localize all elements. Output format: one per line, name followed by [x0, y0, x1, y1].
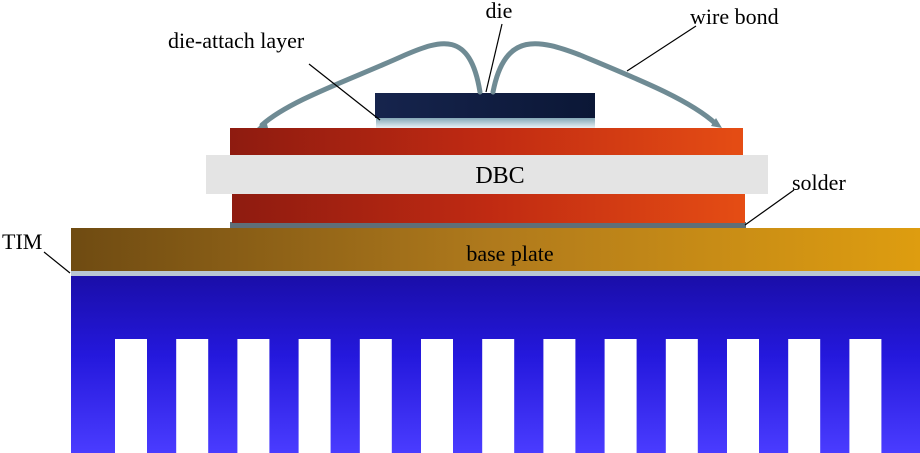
heatsink-fin-gap — [788, 339, 821, 453]
wire-bond-left — [259, 41, 483, 128]
solder-leader — [744, 189, 795, 226]
wire-bond-right-foot — [711, 118, 722, 128]
wire-bond-leader — [626, 25, 697, 72]
heatsink-fin-gap — [727, 339, 759, 453]
heatsink-fin-gaps — [115, 339, 882, 453]
tim-leader — [43, 251, 71, 274]
base-plate-label: base plate — [466, 241, 553, 266]
heatsink-fin-gap — [849, 339, 882, 453]
die-leader — [485, 23, 503, 93]
heatsink-fin-gap — [176, 339, 209, 453]
heatsink-fin-gap — [237, 339, 270, 453]
base-plate: base plate — [71, 228, 920, 271]
wire-bond-right — [490, 41, 719, 127]
solder-label: solder — [792, 170, 846, 195]
dbc-top-copper — [230, 128, 743, 155]
die-attach-layer — [376, 117, 595, 128]
heatsink — [71, 275, 920, 453]
dbc-substrate: DBC — [206, 155, 768, 194]
dbc-bottom-copper — [232, 194, 745, 223]
tim-layer — [71, 271, 920, 276]
heatsink-fin-gap — [115, 339, 147, 453]
heatsink-fin-gap — [359, 339, 392, 453]
heatsink-fin-gap — [604, 339, 637, 453]
wire-bond-label: wire bond — [690, 4, 779, 29]
die-label: die — [486, 0, 513, 23]
leader-lines — [43, 23, 795, 274]
base-plate-body — [71, 228, 920, 271]
die — [375, 93, 595, 118]
die-attach-leader — [308, 63, 381, 121]
heatsink-fin-gap — [665, 339, 698, 453]
heatsink-fin-gap — [421, 339, 453, 453]
dbc-ceramic — [206, 155, 768, 194]
wire-bond-left-foot — [257, 120, 268, 128]
heatsink-fin-gap — [482, 339, 515, 453]
wire-bonds — [257, 41, 722, 128]
dbc-label: DBC — [475, 163, 524, 189]
solder-layer — [230, 222, 746, 228]
die-attach-label: die-attach layer — [168, 28, 305, 53]
heatsink-fin-gap — [298, 339, 331, 453]
tim-label: TIM — [2, 229, 42, 254]
heatsink-fin-gap — [543, 339, 576, 453]
